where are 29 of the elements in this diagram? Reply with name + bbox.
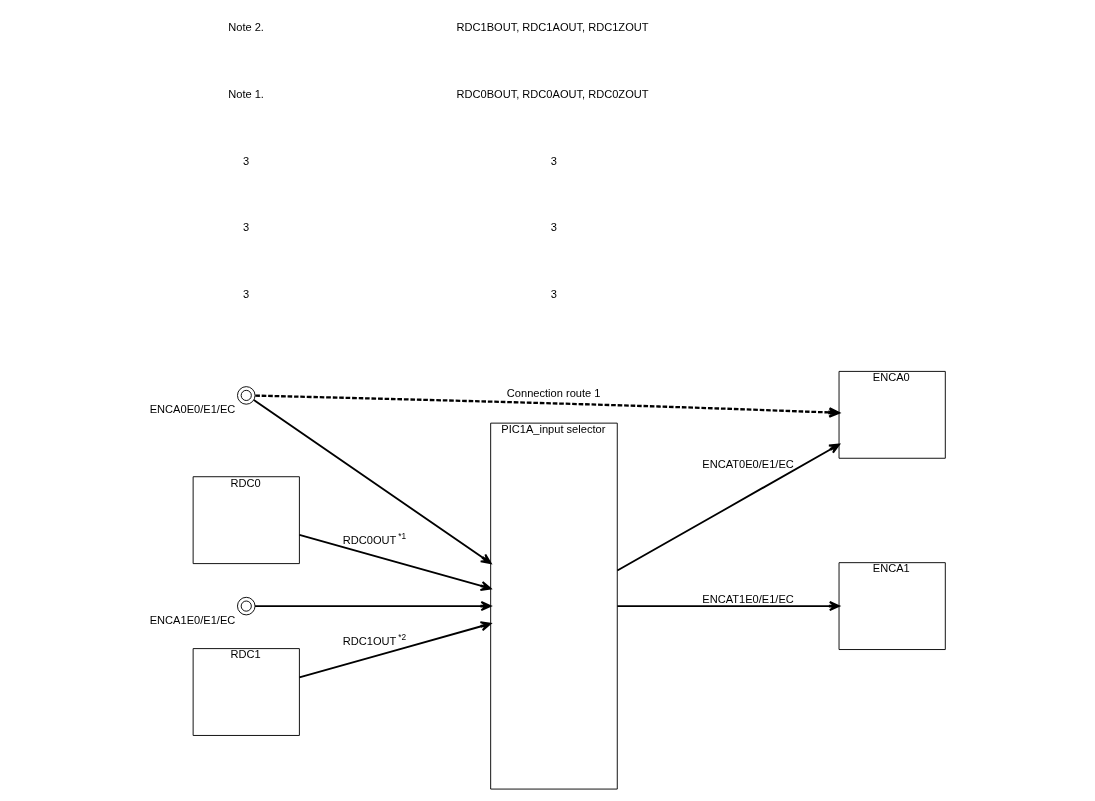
- node-box: ENCA0: [838, 370, 946, 459]
- node-box: ENCA1: [838, 562, 946, 650]
- arrow: [616, 443, 840, 572]
- label: 3: [243, 154, 250, 167]
- arrow: [298, 621, 492, 679]
- arrow: [255, 394, 840, 418]
- node-box: RDC1: [192, 648, 300, 736]
- label: Note 1.: [228, 87, 264, 100]
- label: 3: [550, 154, 557, 167]
- label: RDC0BOUT, RDC0AOUT, RDC0ZOUT: [456, 87, 649, 100]
- label: RDC1BOUT, RDC1AOUT, RDC1ZOUT: [456, 21, 649, 34]
- label: Note 2.: [228, 21, 264, 34]
- edge-label: RDC1OUT$^{*2}$: [342, 631, 407, 647]
- label: 3: [243, 221, 250, 234]
- arrow: [252, 399, 492, 565]
- label: 3: [550, 221, 557, 234]
- arrow: [254, 601, 492, 612]
- label: 3: [550, 287, 557, 300]
- node-label: ENCA0E0/E1/EC: [149, 403, 236, 416]
- edge-label: ENCAT0E0/E1/EC: [702, 458, 794, 471]
- edge-label: Connection route 1: [506, 386, 601, 399]
- edge-label: RDC0OUT$^{*1}$: [342, 530, 407, 546]
- arrow: [616, 601, 840, 612]
- node-label: ENCA1E0/E1/EC: [149, 613, 236, 626]
- edge-label: ENCAT1E0/E1/EC: [702, 592, 794, 605]
- node-box: PIC1A_input selector: [490, 422, 618, 790]
- label: 3: [243, 287, 250, 300]
- arrow: [298, 533, 492, 591]
- node-box: RDC0: [192, 476, 300, 565]
